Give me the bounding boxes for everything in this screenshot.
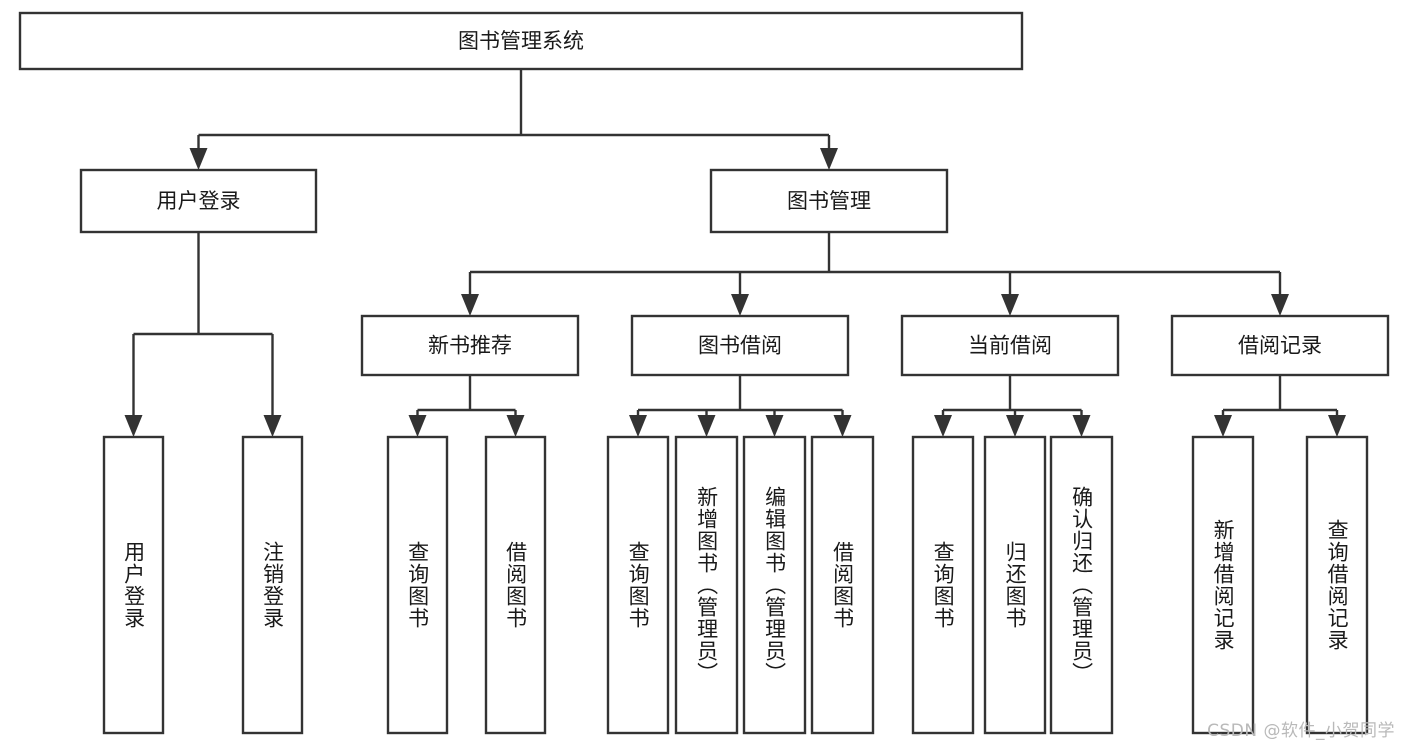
node-book-management[interactable] (709, 168, 949, 234)
book-borrow-to-leaves-arrow-3 (833, 415, 852, 437)
node-book-borrow[interactable] (630, 314, 850, 377)
node-current-borrow-label: 当前借阅 (968, 334, 1052, 358)
node-leaf-add-book-admin[interactable] (674, 435, 739, 735)
node-root-label: 图书管理系统 (458, 29, 584, 53)
watermark-text: CSDN @软件_小贺同学 (1207, 721, 1395, 741)
node-leaf-return-book[interactable] (983, 435, 1047, 735)
current-borrow-to-leaves-arrow-1 (1006, 415, 1024, 437)
node-leaf-user-login[interactable] (102, 435, 165, 735)
borrow-record-to-leaves-arrow-0 (1214, 415, 1232, 437)
node-leaf-borrow-book-recommend[interactable] (484, 435, 547, 735)
node-new-book-recommend-label: 新书推荐 (428, 334, 512, 358)
user-login-to-leaves-arrow-1 (263, 415, 282, 437)
new-book-recommend-to-leaves-arrow-0 (408, 415, 427, 437)
node-box-layer (18, 11, 1390, 735)
borrow-record-to-leaves-arrow-1 (1328, 415, 1346, 437)
management-to-level3-arrow-3 (1271, 294, 1289, 316)
node-current-borrow[interactable] (900, 314, 1120, 377)
book-borrow-to-leaves-arrow-1 (697, 415, 716, 437)
node-leaf-add-borrow-record[interactable] (1191, 435, 1255, 735)
node-borrow-record-label: 借阅记录 (1238, 334, 1322, 358)
node-leaf-logout[interactable] (241, 435, 304, 735)
new-book-recommend-to-leaves-arrow-1 (506, 415, 525, 437)
root-to-level2-arrow-1 (820, 148, 838, 170)
root-to-level2-arrow-0 (189, 148, 208, 170)
management-to-level3-arrow-2 (1001, 294, 1019, 316)
connector-layer (124, 69, 1346, 437)
book-borrow-to-leaves-arrow-2 (765, 415, 784, 437)
node-user-login-label: 用户登录 (157, 189, 241, 213)
node-book-borrow-label: 图书借阅 (698, 334, 782, 358)
management-to-level3-arrow-1 (731, 294, 749, 316)
node-borrow-record[interactable] (1170, 314, 1390, 377)
node-leaf-confirm-return-admin[interactable] (1049, 435, 1114, 735)
node-leaf-borrow-book[interactable] (810, 435, 875, 735)
current-borrow-to-leaves-arrow-0 (934, 415, 952, 437)
management-to-level3-arrow-0 (461, 294, 479, 316)
user-login-to-leaves-arrow-0 (124, 415, 143, 437)
book-borrow-to-leaves-arrow-0 (629, 415, 647, 437)
node-leaf-edit-book-admin[interactable] (742, 435, 807, 735)
node-root[interactable] (18, 11, 1024, 71)
node-leaf-query-borrow-record[interactable] (1305, 435, 1369, 735)
node-book-management-label: 图书管理 (787, 189, 871, 213)
node-new-book-recommend[interactable] (360, 314, 580, 377)
current-borrow-to-leaves-arrow-2 (1072, 415, 1091, 437)
node-user-login[interactable] (79, 168, 318, 234)
node-leaf-query-book-recommend[interactable] (386, 435, 449, 735)
node-leaf-query-book-current[interactable] (911, 435, 975, 735)
node-leaf-query-book-borrow[interactable] (606, 435, 670, 735)
